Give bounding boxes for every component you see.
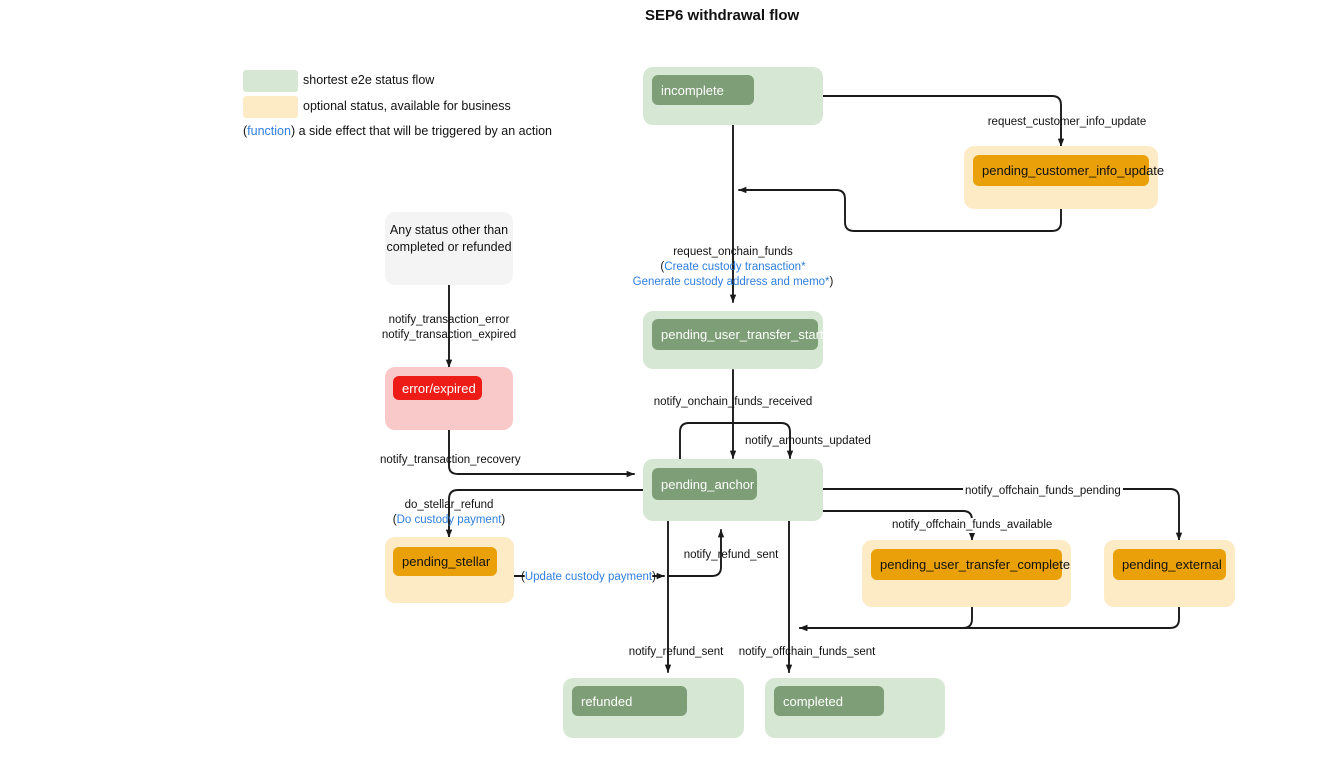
node-pending-anchor[interactable]: pending_anchor [643,459,823,521]
legend-function-word: function [247,124,291,138]
edge-label-notify-offchain-funds-sent: notify_offchain_funds_sent [738,646,876,658]
edge-customer-info-return [738,186,1062,232]
node-pending-user-transfer-complete[interactable]: pending_user_transfer_complete [862,540,1071,607]
legend-swatch-green [243,70,298,92]
node-completed[interactable]: completed [765,678,945,738]
edge-label-notify-onchain-funds-received: notify_onchain_funds_received [653,396,813,408]
node-incomplete-label: incomplete [652,75,754,105]
edge-label-notify-refund-sent-bottom: notify_refund_sent [628,646,724,658]
legend-function-paren-open: ( [243,124,248,138]
edge-label-generate-custody-address: Generate custody address and memo*) [632,275,834,288]
node-any-status-line2: completed or refunded [386,239,512,254]
legend-function-paren-close: ) [290,124,296,138]
node-refunded[interactable]: refunded [563,678,744,738]
legend-label-green: shortest e2e status flow [303,73,435,87]
node-pending-customer-info-update[interactable]: pending_customer_info_update [964,146,1164,209]
node-error-expired[interactable]: error/expired [385,367,513,430]
node-pending-customer-info-update-label: pending_customer_info_update [973,155,1164,186]
node-pending-stellar[interactable]: pending_stellar [385,537,514,603]
edge-label-notify-amounts-updated: notify_amounts_updated [745,435,871,447]
edge-label-update-custody-payment: (Update custody payment) [521,571,656,583]
legend-function-label: a side effect that will be triggered by … [298,124,553,138]
edge-notify-offchain-funds-pending [822,488,1183,541]
edge-label-notify-transaction-error-text: notify_transaction_error [388,314,510,326]
legend-function-row: (function) a side effect that will be tr… [243,124,552,138]
page-title: SEP6 withdrawal flow [645,7,800,24]
edge-notify-refund-sent-up [667,529,725,577]
node-pending-external[interactable]: pending_external [1104,540,1235,607]
node-pending-user-transfer-start[interactable]: pending_user_transfer_start [643,311,824,369]
edge-label-notify-transaction-expired-text: notify_transaction_expired [381,328,517,341]
edge-label-notify-offchain-funds-pending: notify_offchain_funds_pending [963,484,1123,499]
edge-notify-transaction-recovery [448,429,635,478]
edge-label-request-onchain-funds-text: request_onchain_funds [673,246,793,258]
node-pending-user-transfer-complete-label: pending_user_transfer_complete [871,549,1070,580]
edge-request-customer-info-update [822,95,1065,147]
node-pending-stellar-label: pending_stellar [393,547,497,576]
edge-pending-external-return [799,606,1180,632]
legend-swatch-orange [243,96,298,118]
edge-label-do-custody-payment: (Do custody payment) [392,513,506,526]
edge-label-notify-transaction-error: notify_transaction_error notify_transact… [382,313,516,343]
edge-label-notify-transaction-recovery: notify_transaction_recovery [380,454,521,466]
edge-label-notify-offchain-funds-available: notify_offchain_funds_available [890,518,1055,533]
node-any-status-line1: Any status other than [389,223,509,237]
edge-label-notify-refund-sent-mid: notify_refund_sent [683,549,779,561]
edge-label-request-onchain-funds: request_onchain_funds ((Create custody t… [633,245,834,290]
node-incomplete[interactable]: incomplete [643,67,823,125]
edge-user-transfer-complete-return [799,606,973,632]
edge-label-do-stellar-refund-text: do_stellar_refund [404,499,494,511]
node-pending-anchor-label: pending_anchor [652,468,757,500]
node-completed-label: completed [774,686,884,716]
node-error-expired-label: error/expired [393,376,482,400]
edge-do-stellar-refund [445,489,644,538]
edge-label-create-custody-transaction: ((Create custody transaction*Create cust… [660,260,806,273]
edge-notify-amounts-updated [679,422,794,460]
edge-label-request-customer-info-update: request_customer_info_update [987,116,1147,128]
legend-label-orange: optional status, available for business [303,99,511,113]
node-refunded-label: refunded [572,686,687,716]
node-any-status: Any status other than completed or refun… [385,212,513,285]
node-any-status-text: Any status other than completed or refun… [386,222,511,256]
edge-label-do-stellar-refund: do_stellar_refund (Do custody payment) [393,498,506,528]
node-pending-user-transfer-start-label: pending_user_transfer_start [652,319,824,350]
node-pending-external-label: pending_external [1113,549,1226,580]
